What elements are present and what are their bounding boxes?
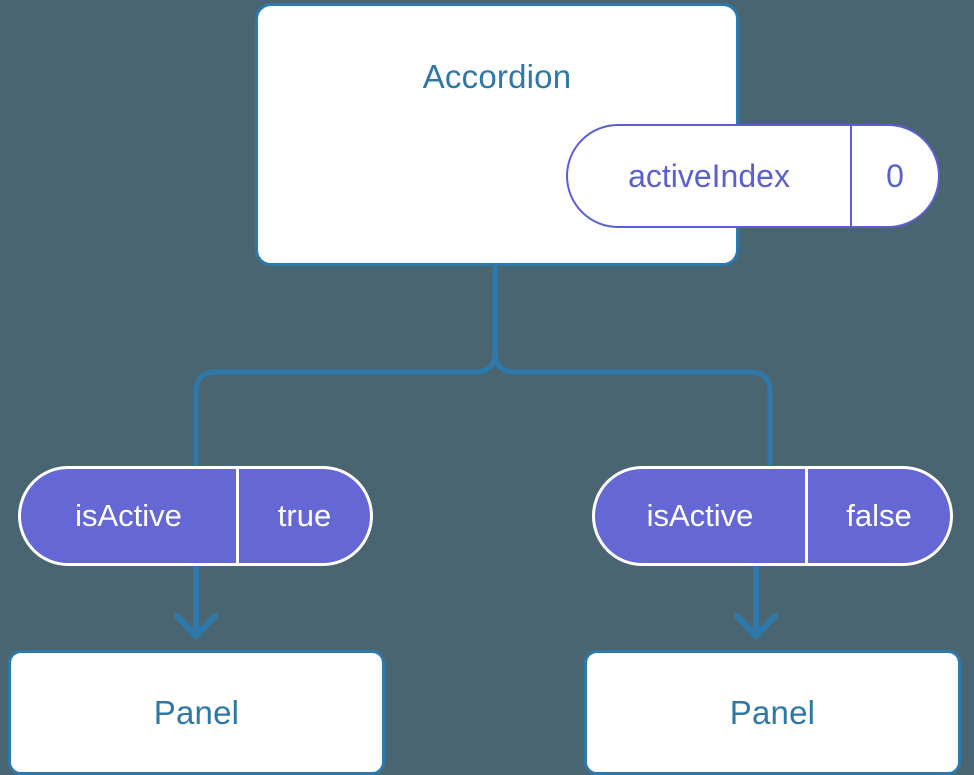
prop-badge-value: false [805,469,950,563]
prop-badge-key: isActive [646,498,754,533]
state-badge-active-index[interactable]: activeIndex 0 [566,124,940,228]
node-panel-right[interactable]: Panel [584,650,961,775]
prop-badge-value: true [236,469,370,563]
arrow-down-icon-right [734,566,778,639]
state-badge-key: activeIndex [628,157,790,194]
node-panel-title: Panel [153,693,240,731]
arrow-down-icon-left [174,566,218,639]
node-accordion-title: Accordion [422,58,572,95]
node-accordion[interactable]: Accordion activeIndex 0 [255,3,940,266]
prop-badge-is-active-left[interactable]: isActive true [18,466,373,566]
node-panel-left[interactable]: Panel [8,650,385,775]
prop-badge-key: isActive [75,498,182,533]
connector-tree-branch-right [492,349,773,469]
node-panel-title: Panel [729,693,816,731]
prop-badge-is-active-right[interactable]: isActive false [592,466,953,566]
state-badge-value: 0 [850,126,938,226]
connector-tree-branch [193,263,498,469]
